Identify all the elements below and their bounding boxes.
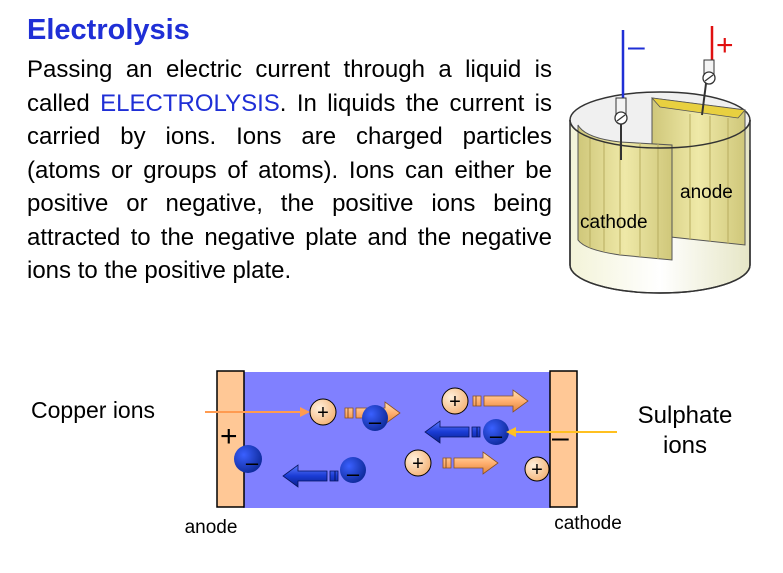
negative-ion (362, 405, 388, 431)
negative-ion (483, 419, 509, 445)
anode-plate (216, 370, 245, 508)
negative-arrow (424, 420, 481, 444)
intro-text-end: . In liquids the current is carried by i… (27, 89, 553, 285)
plus-terminal-label: + (716, 29, 734, 62)
cathode-plate (549, 370, 578, 508)
positive-ions (309, 387, 550, 482)
beaker-anode-label: anode (680, 182, 733, 203)
anode-plate-top (650, 97, 746, 119)
cathode-clip (614, 30, 628, 160)
copper-pointer (205, 407, 310, 417)
negative-arrow (282, 464, 339, 488)
page-title: Electrolysis (27, 14, 190, 46)
foil-texture (589, 114, 729, 259)
negative-ion-sign: – (490, 423, 503, 448)
cell-cathode-label: cathode (554, 513, 622, 534)
cell-diagram: + – (31, 370, 733, 538)
negative-ion (340, 457, 366, 483)
copper-ions-label: Copper ions (31, 397, 155, 423)
positive-arrow (472, 389, 529, 413)
beaker-cathode-label: cathode (580, 212, 648, 233)
negative-ion (234, 445, 262, 473)
anode-clip (701, 26, 716, 116)
negative-ion-sign: – (369, 409, 382, 434)
intro-text-start: Passing an electric current through a li… (27, 56, 552, 117)
positive-ion (441, 387, 469, 415)
positive-ion (404, 449, 432, 477)
positive-ion-sign: + (412, 453, 424, 475)
sulphate-label-line1: Sulphate (638, 402, 733, 429)
positive-ion-sign: + (449, 391, 461, 413)
cell-anode-label: anode (185, 517, 238, 538)
positive-ion-sign: + (531, 459, 543, 481)
anode-plus-sign: + (220, 420, 238, 453)
positive-ion-sign: + (317, 402, 329, 424)
positive-arrow (442, 451, 499, 475)
intro-paragraph: Passing an electric current through a li… (27, 53, 552, 288)
negative-ions (234, 405, 509, 483)
sulphate-pointer (506, 427, 617, 437)
beaker-diagram: – + anode cathode (569, 26, 751, 294)
minus-terminal-label: – (628, 30, 645, 63)
negative-ion-arrows (282, 420, 481, 488)
cathode-minus-sign: – (552, 421, 569, 454)
beaker-rim-front (569, 119, 751, 149)
sulphate-label-line2: ions (663, 432, 707, 459)
negative-ion-sign: – (246, 450, 259, 475)
cathode-plate (577, 124, 673, 261)
positive-ion (524, 456, 550, 482)
negative-ion-sign: – (347, 461, 360, 486)
positive-ion-signs: + + + + (317, 391, 543, 481)
negative-ion-signs: – – – – (246, 409, 503, 486)
keyword-electrolysis: ELECTROLYSIS (100, 89, 280, 117)
